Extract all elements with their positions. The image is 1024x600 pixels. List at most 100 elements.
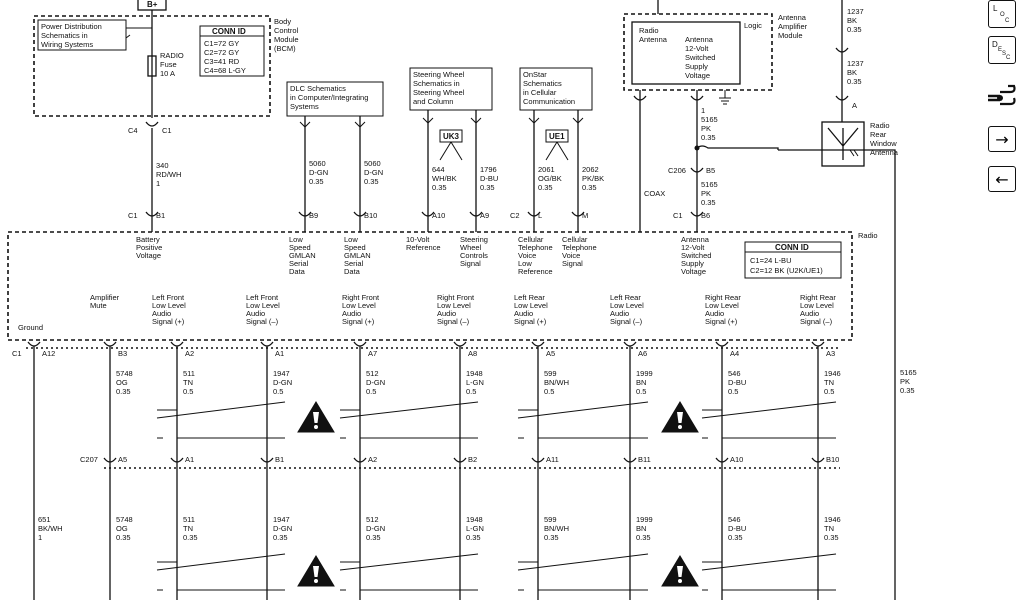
lower-wire-label: 5748 <box>116 515 133 524</box>
bcm-conn-3: C3=41 RD <box>204 57 240 66</box>
warning-mark <box>313 412 319 423</box>
upper-wire-label: 0.5 <box>824 387 834 396</box>
w1796-1: 1796 <box>480 165 497 174</box>
top-pin-label: L <box>538 211 542 220</box>
top-pin-function-label: Cellular <box>562 235 588 244</box>
antenna-amplifier-logic-box <box>631 21 741 85</box>
top-pin-label: B1 <box>156 211 165 220</box>
warning-icon <box>297 401 335 433</box>
top-pin-function-label: Steering <box>460 235 488 244</box>
lower-wire-label: 1999 <box>636 515 653 524</box>
w5165a-1: 1 <box>701 106 705 115</box>
bottom-pin-function-label: Right Front <box>437 293 475 302</box>
pin-connector-symbol <box>260 341 274 347</box>
upper-wire-label: TN <box>183 378 193 387</box>
upper-wire-label: 1946 <box>824 369 841 378</box>
upper-wire-label: 1999 <box>636 369 653 378</box>
w5060b-2: D-GN <box>364 168 383 177</box>
pd-note-3: Wiring Systems <box>41 40 93 49</box>
conn-c4: C4 <box>128 126 138 135</box>
radio-label: Radio <box>858 231 878 240</box>
w2061-3: 0.35 <box>538 183 553 192</box>
dlc-3: Systems <box>290 102 319 111</box>
description-button[interactable]: D E S C <box>988 36 1016 64</box>
top-pin-label: B10 <box>364 211 377 220</box>
pin-connector-symbol <box>353 211 367 217</box>
pin-connector-symbol <box>811 341 825 347</box>
dlc-1: DLC Schematics <box>290 84 346 93</box>
pin-connector-symbol <box>469 211 483 217</box>
warning-icon <box>661 401 699 433</box>
bottom-pin-function-label: Signal (–) <box>246 317 279 326</box>
top-pin-function-label: Low <box>344 235 358 244</box>
top-pin-function-label: Voltage <box>681 267 706 276</box>
top-pin-function-label: Antenna <box>681 235 710 244</box>
location-button[interactable]: L O C <box>988 0 1016 28</box>
onstar-2: Schematics <box>523 79 562 88</box>
top-pin-function-label: Telephone <box>562 243 597 252</box>
harness-button[interactable] <box>986 78 1018 108</box>
bottom-pin-function-label: Left Rear <box>514 293 545 302</box>
previous-button[interactable]: ← <box>988 166 1016 192</box>
w5165a-4: 0.35 <box>701 133 716 142</box>
top-pin-function-label: Controls <box>460 251 488 260</box>
bcm-conn-4: C4=68 L-GY <box>204 66 246 75</box>
ant-2: Antenna <box>639 35 668 44</box>
bottom-pin-function-label: Signal (+) <box>514 317 547 326</box>
w5165a-3: PK <box>701 124 711 133</box>
bottom-pin-function-label: Low Level <box>514 301 548 310</box>
w2062-1: 2062 <box>582 165 599 174</box>
lower-wire-label: D-GN <box>366 524 385 533</box>
lower-wire-label: BN/WH <box>544 524 569 533</box>
dlc-2: in Computer/Integrating <box>290 93 368 102</box>
upper-wire-label: 599 <box>544 369 557 378</box>
bottom-pin-function-label: Signal (–) <box>437 317 470 326</box>
top-pin-function-label: Speed <box>344 243 366 252</box>
lower-wire-label: TN <box>183 524 193 533</box>
w5060b-1: 5060 <box>364 159 381 168</box>
desc-d: D <box>992 40 998 49</box>
c207-pin-label: B2 <box>468 455 477 464</box>
twisted-pair-indicator <box>702 409 818 439</box>
c207-pin-label: A10 <box>730 455 743 464</box>
bottom-pin-function-label: Left Rear <box>610 293 641 302</box>
w5165b-3: 0.35 <box>701 198 716 207</box>
bplus-label: B+ <box>147 0 158 9</box>
bottom-pin-function-label: Right Rear <box>705 293 741 302</box>
upper-wire-label: D-BU <box>728 378 746 387</box>
bottom-pin-function-label: Left Front <box>246 293 279 302</box>
c207-pin-label: A1 <box>185 455 194 464</box>
twisted-pair-indicator <box>702 561 818 591</box>
twisted-pair-indicator <box>156 401 286 419</box>
warning-icon <box>297 555 335 587</box>
wire-340-1: 340 <box>156 161 169 170</box>
top-pin-function-label: 10-Volt <box>406 235 430 244</box>
c207-connector-symbol <box>531 457 545 463</box>
bottom-pin-function-label: Low Level <box>437 301 471 310</box>
loc-o: O <box>1000 12 1005 18</box>
radio-module-box <box>7 231 853 341</box>
pin-connector-symbol <box>145 211 159 217</box>
lower-wire-label: L-GN <box>466 524 484 533</box>
bottom-pin-label: A8 <box>468 349 477 358</box>
c207-pin-label: A2 <box>368 455 377 464</box>
upper-wire-label: 512 <box>366 369 379 378</box>
sw-2: Schematics in <box>413 79 460 88</box>
next-button[interactable]: → <box>988 126 1016 152</box>
pin-connector-symbol <box>453 341 467 347</box>
lower-wire-label: 1946 <box>824 515 841 524</box>
loc-l: L <box>993 4 998 13</box>
bcm-label-3: Module <box>274 35 299 44</box>
c207-connector-symbol <box>453 457 467 463</box>
pin-connector-symbol <box>298 211 312 217</box>
ground-wire-label: 651 <box>38 515 51 524</box>
top-pin-function-label: Serial <box>289 259 309 268</box>
warning-mark <box>677 412 683 423</box>
w5060a-1: 5060 <box>309 159 326 168</box>
upper-wire-label: TN <box>824 378 834 387</box>
bottom-pin-function-label: Low Level <box>705 301 739 310</box>
twisted-pair-indicator <box>518 561 630 591</box>
bcm-conn-id-box: CONN ID C1=72 GY C2=72 GY C3=41 RD C4=68… <box>199 25 265 77</box>
pin-connector-symbol <box>690 211 704 217</box>
rear-window-antenna-symbol <box>821 121 865 167</box>
